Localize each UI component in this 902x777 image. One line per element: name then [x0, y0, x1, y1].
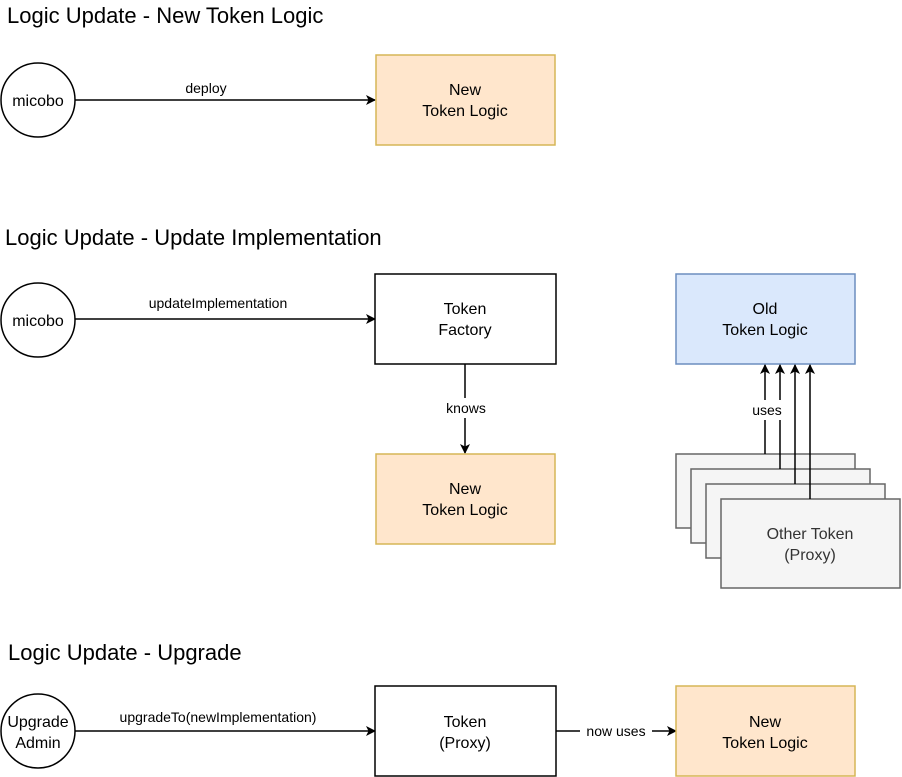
deploy-label: deploy: [185, 80, 226, 96]
update-implementation-label: updateImplementation: [149, 295, 288, 311]
knows-label-background: [440, 398, 492, 418]
section-3-title: Logic Update - Upgrade: [8, 640, 242, 665]
section-2-title: Logic Update - Update Implementation: [5, 225, 382, 250]
new-token-logic-box-1-line-1: New: [449, 82, 481, 99]
section-3: Upgrade Admin upgradeTo(newImplementatio…: [0, 685, 856, 777]
uses-label: uses: [752, 402, 782, 418]
now-uses-label: now uses: [586, 723, 645, 739]
old-token-logic-box[interactable]: [675, 273, 856, 365]
other-token-proxy-line-2: (Proxy): [784, 547, 836, 564]
upgrade-admin-line-1: Upgrade: [7, 714, 68, 731]
new-token-logic-box-3[interactable]: [675, 685, 856, 777]
new-token-logic-box-2-line-1: New: [449, 481, 481, 498]
upgrade-admin-line-2: Admin: [15, 735, 60, 752]
upgrade-admin-actor[interactable]: [0, 693, 76, 769]
token-factory-box-line-2: Factory: [438, 322, 491, 339]
section-1-title: Logic Update - New Token Logic: [7, 3, 324, 28]
token-proxy-box-line-1: Token: [444, 714, 487, 731]
micobo-actor-2[interactable]: [0, 282, 76, 358]
token-proxy-box-line-2: (Proxy): [439, 735, 491, 752]
new-token-logic-box-2-line-2: Token Logic: [422, 502, 507, 519]
new-token-logic-box-1-line-2: Token Logic: [422, 103, 507, 120]
token-proxy-box[interactable]: [374, 685, 557, 777]
micobo-actor-2-label: micobo: [12, 313, 64, 330]
token-factory-box-line-1: Token: [444, 301, 487, 318]
other-token-proxy-box[interactable]: [720, 498, 901, 589]
knows-label: knows: [446, 400, 486, 416]
new-token-logic-box-3-line-2: Token Logic: [722, 735, 807, 752]
uses-label-background: [746, 400, 788, 420]
upgrade-to-label: upgradeTo(newImplementation): [120, 709, 317, 725]
new-token-logic-box-3-line-1: New: [749, 714, 781, 731]
section-2: micobo updateImplementation Token Factor…: [0, 273, 901, 589]
old-token-logic-box-line-2: Token Logic: [722, 322, 807, 339]
token-factory-box[interactable]: [374, 273, 557, 365]
new-token-logic-box-2[interactable]: [375, 453, 556, 545]
micobo-actor-1-label: micobo: [12, 93, 64, 110]
section-1: micobo deploy New Token Logic: [0, 54, 556, 146]
old-token-logic-box-line-1: Old: [753, 301, 778, 318]
now-uses-label-background: [580, 722, 652, 740]
new-token-logic-box-1[interactable]: [375, 54, 556, 146]
other-token-proxy-line-1: Other Token: [767, 526, 854, 543]
